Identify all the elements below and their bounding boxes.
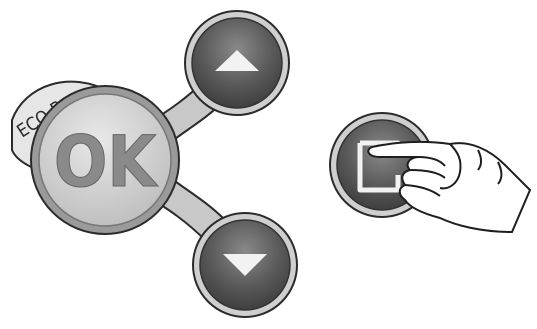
up-button[interactable] [184, 10, 290, 116]
up-arrow-icon [215, 50, 259, 71]
down-button[interactable] [192, 212, 298, 318]
ok-label: OK [54, 121, 159, 203]
pointing-hand-icon [367, 140, 532, 234]
down-arrow-icon [223, 254, 267, 276]
ok-button[interactable]: OK [30, 85, 180, 235]
